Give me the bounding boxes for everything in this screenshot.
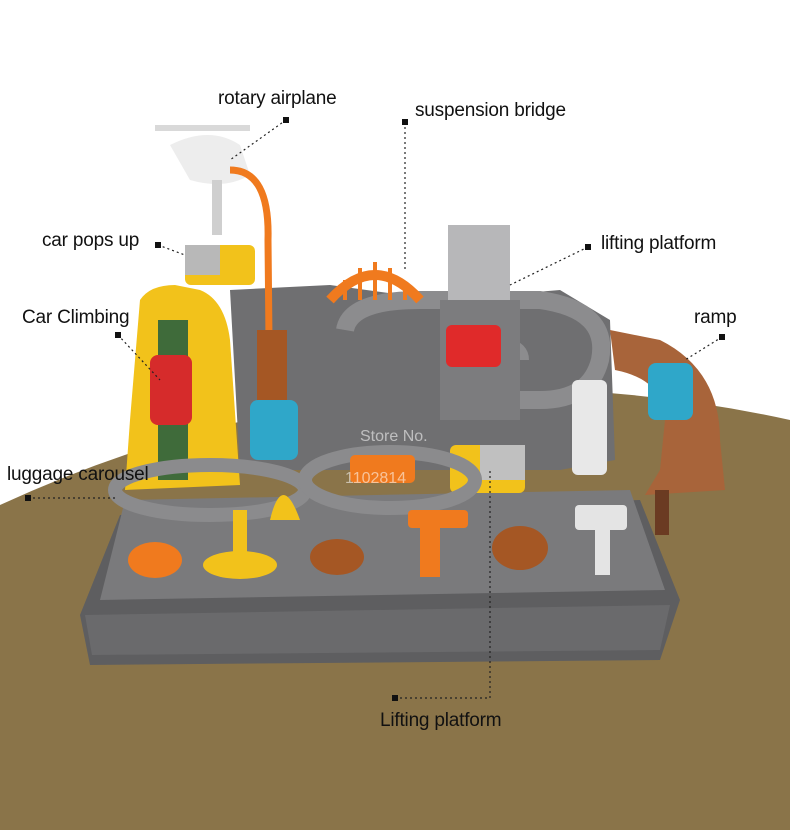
blue-car-center — [250, 400, 298, 460]
watermark-number: 1102814 — [345, 470, 407, 487]
helicopter-body — [170, 135, 250, 184]
blue-car-ramp — [648, 363, 693, 420]
white-pillar — [572, 380, 607, 475]
dot-car-pops — [155, 242, 161, 248]
oval-track — [298, 445, 482, 515]
orange-block — [350, 455, 415, 483]
watermark-store: Store No. — [360, 428, 428, 445]
callout-line-lifting — [509, 246, 589, 286]
yellow-truck-tank — [480, 445, 525, 480]
callout-line-rotary — [229, 119, 287, 161]
pop-up-car-tank — [185, 245, 220, 275]
callout-line-climbing — [117, 334, 161, 381]
dot-lifting — [585, 244, 591, 250]
dot-lift-bottom — [392, 695, 398, 701]
dot-rotary — [283, 117, 289, 123]
label-rotary-airplane: rotary airplane — [218, 88, 337, 109]
yellow-cone — [270, 495, 300, 520]
button-white-lever — [575, 505, 627, 530]
helicopter-rotor — [155, 125, 250, 131]
callout-dots — [25, 117, 725, 701]
button-brown — [310, 539, 364, 575]
dot-luggage — [25, 495, 31, 501]
orange-pole — [229, 166, 274, 441]
climbing-car — [150, 355, 192, 425]
callout-line-ramp — [684, 336, 723, 361]
callout-line-car-pops — [157, 244, 186, 256]
label-suspension-bridge: suspension bridge — [415, 100, 566, 121]
dot-climbing — [115, 332, 121, 338]
button-orange-lever — [420, 515, 440, 577]
button-brown-right — [492, 526, 548, 570]
label-car-pops-up: car pops up — [42, 230, 140, 251]
label-car-climbing: Car Climbing — [22, 307, 130, 328]
label-luggage-carousel: luggage carousel — [7, 464, 149, 485]
bridge-cables — [343, 262, 407, 300]
red-car — [446, 325, 501, 367]
helicopter-pole — [212, 180, 222, 235]
lift-tower — [448, 225, 510, 310]
label-ramp: ramp — [694, 307, 737, 328]
dot-bridge — [402, 119, 408, 125]
callout-line-lift-bottom — [395, 470, 491, 699]
button-yellow-disc — [203, 551, 277, 579]
label-lifting-platform-top: lifting platform — [601, 233, 717, 254]
toy-base-rim — [85, 605, 670, 655]
label-lifting-platform-bottom: Lifting platform — [380, 710, 502, 731]
dot-ramp — [719, 334, 725, 340]
button-white-stem — [595, 530, 610, 575]
button-yellow-stem — [233, 510, 247, 560]
ramp-post — [655, 490, 669, 535]
button-orange-lever-top — [408, 510, 468, 528]
button-orange-left — [128, 542, 182, 578]
callout-lines — [28, 119, 723, 699]
